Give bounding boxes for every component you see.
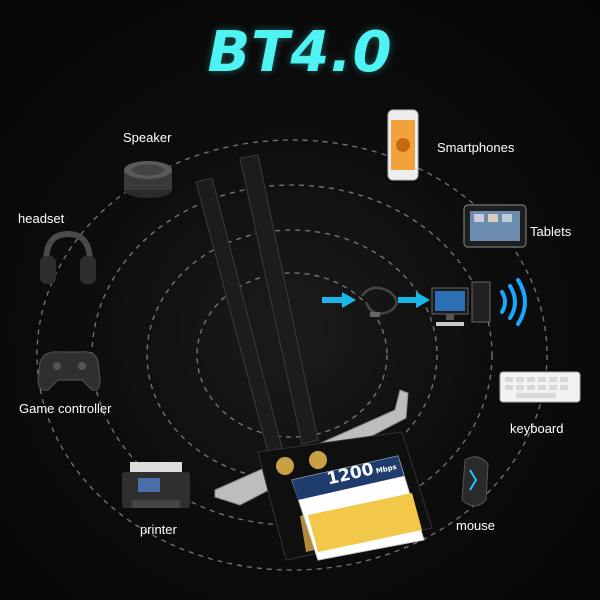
- smartphone-icon: [387, 109, 419, 181]
- card-speed-unit: Mbps: [375, 462, 398, 476]
- printer-icon: [122, 462, 190, 508]
- cable-flow: [322, 286, 430, 317]
- headset-icon: [40, 230, 96, 284]
- game-controller-icon: [37, 351, 101, 391]
- label-headset: headset: [18, 211, 65, 226]
- label-printer: printer: [140, 522, 177, 537]
- keyboard-icon: [499, 371, 581, 403]
- mouse-icon: [461, 456, 489, 507]
- label-speaker: Speaker: [123, 130, 172, 145]
- page-title: BT4.0: [207, 20, 393, 85]
- label-game-controller: Game controller: [19, 401, 112, 416]
- card-label-sticker: [291, 455, 425, 561]
- label-smartphones: Smartphones: [437, 140, 515, 155]
- tablet-icon: [463, 204, 527, 248]
- wireless-signal-icon: [500, 278, 527, 326]
- cable-icon: [360, 286, 398, 315]
- label-tablets: Tablets: [530, 224, 572, 239]
- desktop-pc-icon: [431, 281, 491, 326]
- antennas: [195, 154, 319, 453]
- label-keyboard: keyboard: [510, 421, 564, 436]
- speaker-icon: [124, 161, 172, 198]
- label-mouse: mouse: [456, 518, 496, 533]
